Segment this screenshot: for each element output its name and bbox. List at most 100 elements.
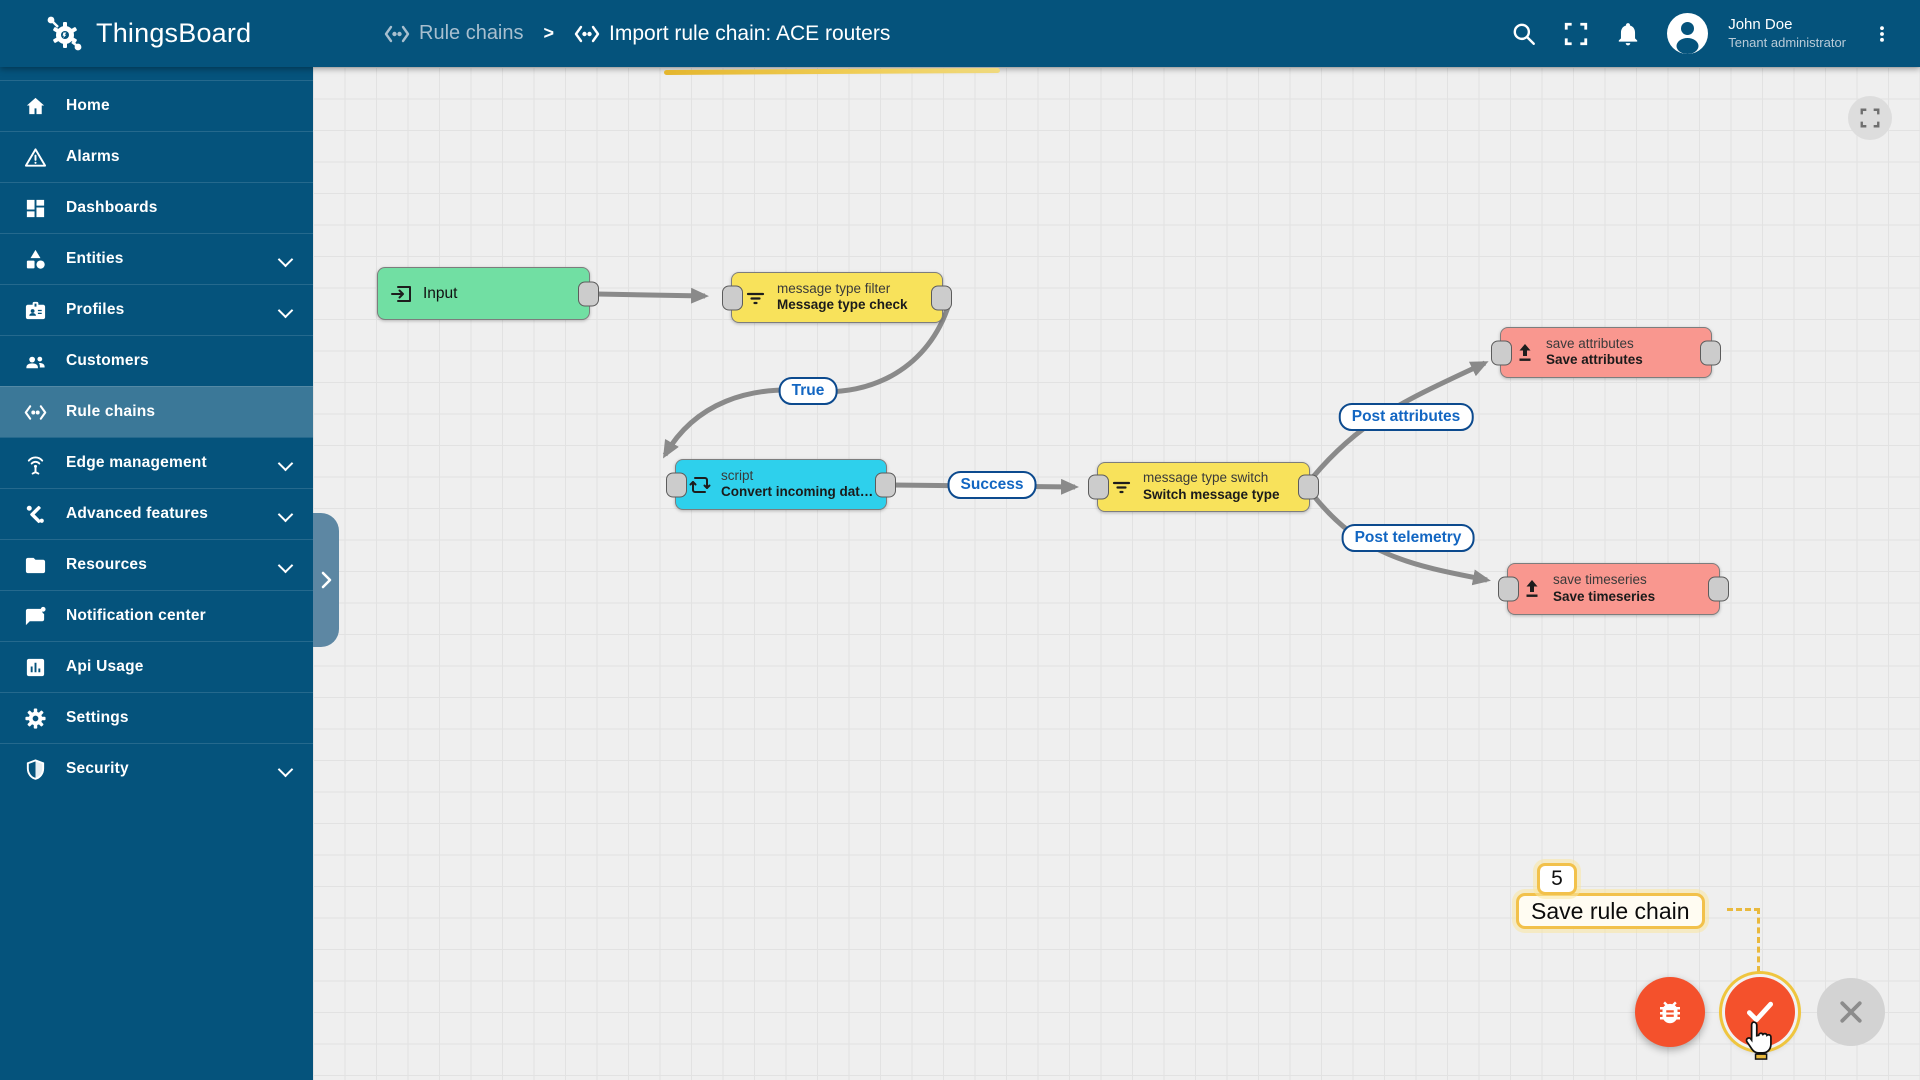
close-button[interactable] <box>1817 978 1885 1046</box>
chevron-right-icon <box>321 571 332 589</box>
search-icon[interactable] <box>1511 21 1537 47</box>
user-name: John Doe <box>1728 16 1793 33</box>
canvas-fullscreen-button[interactable] <box>1848 96 1892 140</box>
output-port[interactable] <box>1298 474 1319 500</box>
sidebar-item-customers[interactable]: Customers <box>0 335 313 386</box>
sidebar-item-edge-management[interactable]: Edge management <box>0 437 313 488</box>
upload-icon <box>1519 343 1531 361</box>
sidebar-item-api-usage[interactable]: Api Usage <box>0 641 313 692</box>
filter-icon <box>746 292 765 304</box>
node-type: message type filter <box>777 280 891 296</box>
breadcrumb-separator: > <box>543 23 555 43</box>
node-save-attributes[interactable]: save attributes Save attributes <box>1491 327 1721 378</box>
link-label-success[interactable]: Success <box>947 471 1037 499</box>
output-port[interactable] <box>1708 576 1729 602</box>
breadcrumb-rule-chains[interactable]: Rule chains <box>384 22 524 45</box>
bug-icon <box>1660 1001 1680 1024</box>
notification-center-icon <box>25 606 46 625</box>
node-type: save attributes <box>1546 335 1634 351</box>
top-header: ThingsBoard Rule chains > Import rule ch… <box>0 0 1920 75</box>
debug-button[interactable] <box>1635 977 1705 1047</box>
node-type: message type switch <box>1143 470 1269 486</box>
shield-icon <box>26 758 45 780</box>
check-icon <box>1746 1001 1774 1023</box>
output-port[interactable] <box>875 472 896 497</box>
tutorial-tooltip: Save rule chain <box>1516 893 1705 929</box>
fullscreen-icon <box>1860 108 1880 128</box>
chevron-down-icon <box>277 251 294 267</box>
upload-icon <box>1526 580 1538 597</box>
chevron-down-icon <box>277 557 294 573</box>
fullscreen-icon[interactable] <box>1563 21 1589 47</box>
sidebar-item-settings[interactable]: Settings <box>0 692 313 743</box>
chevron-down-icon <box>277 302 294 318</box>
dashboards-icon <box>26 199 45 217</box>
node-input[interactable]: Input <box>377 267 599 320</box>
save-rule-chain-button[interactable] <box>1725 977 1795 1047</box>
tools-icon <box>26 505 44 523</box>
sidebar-item-dashboards[interactable]: Dashboards <box>0 182 313 233</box>
notifications-icon[interactable] <box>1615 21 1641 47</box>
sidebar-item-entities[interactable]: Entities <box>0 233 313 284</box>
entities-icon <box>26 249 45 269</box>
sidebar-item-alarms[interactable]: Alarms <box>0 131 313 182</box>
home-icon <box>26 97 45 114</box>
input-port[interactable] <box>722 285 743 310</box>
node-name: Save timeseries <box>1553 588 1656 604</box>
edge-icon <box>27 456 44 475</box>
chevron-down-icon <box>277 455 294 471</box>
node-name: Save attributes <box>1546 352 1643 368</box>
input-port[interactable] <box>1498 576 1519 602</box>
link-label-post-telemetry[interactable]: Post telemetry <box>1341 524 1475 552</box>
page-title: Import rule chain: ACE routers <box>609 21 891 45</box>
output-port[interactable] <box>1700 340 1721 365</box>
node-type: script <box>721 467 754 483</box>
link-label-true[interactable]: True <box>778 377 838 405</box>
input-port[interactable] <box>1491 340 1512 365</box>
sidebar: Home Alarms Dashboards Entities Profiles… <box>0 67 313 1080</box>
tutorial-connector-line <box>1757 908 1760 972</box>
node-label: Input <box>423 284 458 302</box>
node-type: save timeseries <box>1553 572 1647 588</box>
node-name: Message type check <box>777 297 908 313</box>
sidebar-item-profiles[interactable]: Profiles <box>0 284 313 335</box>
breadcrumb: Rule chains > Import rule chain: ACE rou… <box>384 22 1001 75</box>
app-logo[interactable]: ThingsBoard <box>0 13 312 55</box>
rule-chains-icon <box>24 404 47 420</box>
thingsboard-logo-icon <box>47 16 82 50</box>
node-message-type-switch[interactable]: message type switch Switch message type <box>1088 462 1319 512</box>
node-message-type-filter[interactable]: message type filter Message type check <box>722 272 952 323</box>
rule-chain-icon <box>384 25 410 42</box>
avatar[interactable] <box>1667 13 1709 54</box>
close-icon <box>1840 1001 1862 1023</box>
chevron-down-icon <box>277 506 294 522</box>
sidebar-item-home[interactable]: Home <box>0 80 313 131</box>
user-role: Tenant administrator <box>1728 34 1846 50</box>
node-script[interactable]: script Convert incoming dat… <box>666 459 896 510</box>
output-port[interactable] <box>931 285 952 310</box>
profiles-icon <box>25 301 46 319</box>
sidebar-item-security[interactable]: Security <box>0 743 313 794</box>
input-port[interactable] <box>666 472 687 497</box>
tutorial-connector-line <box>1727 908 1760 911</box>
node-save-timeseries[interactable]: save timeseries Save timeseries <box>1498 563 1729 615</box>
filter-icon <box>1112 481 1131 494</box>
link-label-post-attributes[interactable]: Post attributes <box>1338 403 1474 431</box>
sidebar-item-resources[interactable]: Resources <box>0 539 313 590</box>
sidebar-item-advanced-features[interactable]: Advanced features <box>0 488 313 539</box>
input-port[interactable] <box>1088 474 1109 500</box>
expand-panel-toggle[interactable] <box>313 513 339 647</box>
chevron-down-icon <box>277 761 294 777</box>
more-vert-icon[interactable] <box>1872 21 1892 47</box>
node-name: Convert incoming dat… <box>721 484 874 500</box>
breadcrumb-current: Import rule chain: ACE routers <box>574 22 890 46</box>
output-port[interactable] <box>578 281 599 306</box>
chart-icon <box>26 658 45 676</box>
sidebar-item-rule-chains[interactable]: Rule chains <box>0 386 313 437</box>
node-name: Switch message type <box>1143 486 1280 502</box>
user-info: John Doe Tenant administrator <box>1728 16 1846 51</box>
gear-icon <box>25 707 46 729</box>
folder-icon <box>25 557 46 573</box>
breadcrumb-parent-label: Rule chains <box>419 22 524 44</box>
sidebar-item-notification-center[interactable]: Notification center <box>0 590 313 641</box>
